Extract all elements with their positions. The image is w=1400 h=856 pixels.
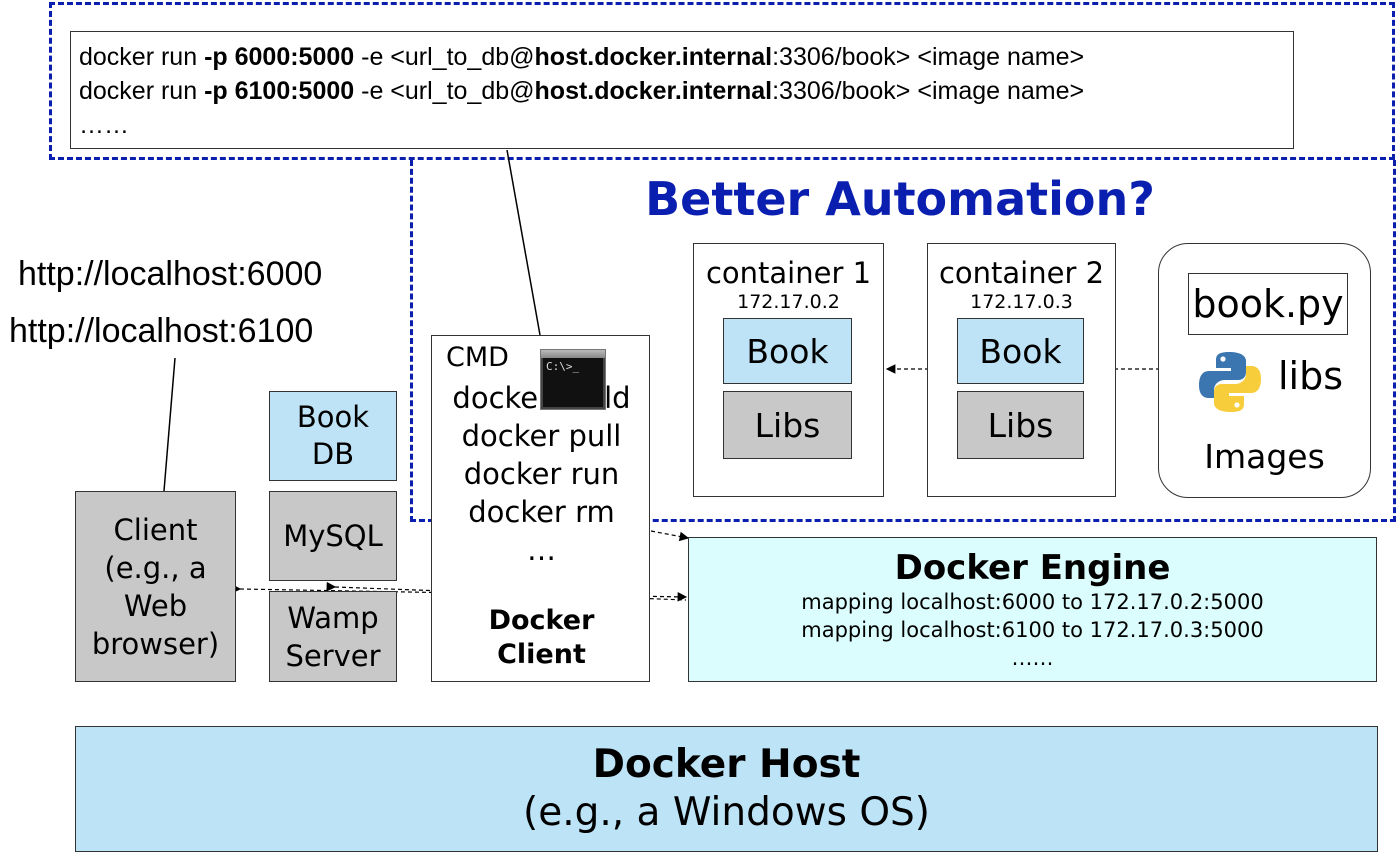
container-2-libs: Libs	[957, 391, 1084, 459]
terminal-titlebar	[541, 350, 605, 358]
callout-line-commands	[506, 149, 541, 336]
book-db-line-1: Book	[296, 400, 370, 434]
engine-mapping-2: mapping localhost:6100 to 172.17.0.3:500…	[801, 617, 1264, 642]
docker-host-subtitle: (e.g., a Windows OS)	[522, 790, 930, 835]
container-1-ip: 172.17.0.2	[737, 291, 840, 313]
container-2-ip: 172.17.0.3	[970, 291, 1073, 313]
client-line-2: (e.g., a	[104, 550, 207, 585]
client-line-4: browser)	[91, 626, 220, 661]
images-libs-label: libs	[1278, 354, 1344, 398]
wamp-line-1: Wamp	[287, 600, 379, 635]
engine-ellipsis: ……	[1011, 645, 1054, 670]
docker-engine-box: Docker Engine mapping localhost:6000 to …	[688, 537, 1377, 682]
terminal-icon: C:\>_	[540, 349, 606, 410]
container-1-title: container 1	[705, 256, 872, 290]
container-2-book: Book	[957, 318, 1084, 384]
command-line-1: docker run -p 6000:5000 -e <url_to_db@ho…	[79, 43, 1085, 71]
url-6000: http://localhost:6000	[18, 255, 323, 293]
docker-client-title-line-1: Docker	[488, 605, 595, 636]
docker-command-list: docker build docker pull docker run dock…	[432, 379, 651, 569]
command-examples-box: docker run -p 6000:5000 -e <url_to_db@ho…	[70, 31, 1294, 149]
terminal-prompt: C:\>_	[546, 360, 580, 373]
docker-host-title: Docker Host	[592, 742, 861, 787]
docker-command-more: …	[527, 533, 556, 567]
docker-host-box: Docker Host (e.g., a Windows OS)	[75, 726, 1378, 852]
automation-region-right	[410, 160, 1396, 522]
images-label: Images	[1204, 437, 1325, 476]
docker-command-run: docker run	[463, 457, 620, 491]
python-logo-icon	[1198, 350, 1262, 414]
docker-client-title: Docker Client	[432, 604, 651, 672]
container-1-book: Book	[723, 318, 852, 384]
mysql-box: MySQL	[269, 491, 397, 581]
cmd-label: CMD	[446, 342, 509, 373]
client-line-3: Web	[123, 588, 188, 623]
book-db-line-2: DB	[311, 437, 355, 471]
command-line-2: docker run -p 6100:5000 -e <url_to_db@ho…	[79, 77, 1085, 105]
wamp-line-2: Server	[285, 638, 381, 673]
docker-engine-title: Docker Engine	[894, 547, 1171, 588]
client-line-1: Client	[113, 512, 198, 547]
container-1-libs: Libs	[723, 391, 852, 459]
book-db-box: Book DB	[269, 391, 397, 481]
url-6100: http://localhost:6100	[9, 312, 314, 350]
automation-title: Better Automation?	[645, 172, 1155, 226]
docker-command-rm: docker rm	[468, 495, 615, 529]
container-2-title: container 2	[938, 256, 1105, 290]
automation-region-top	[49, 2, 1395, 160]
docker-client-box: CMD docker build docker pull docker run …	[431, 335, 650, 682]
command-ellipsis: ……	[79, 111, 129, 139]
docker-command-pull: docker pull	[461, 419, 622, 453]
wamp-server-box: Wamp Server	[269, 591, 397, 682]
client-browser-box: Client (e.g., a Web browser)	[75, 491, 236, 682]
engine-mapping-1: mapping localhost:6000 to 172.17.0.2:500…	[801, 589, 1264, 614]
book-py-file: book.py	[1188, 273, 1348, 335]
images-box	[1158, 243, 1371, 498]
container-1: container 1 172.17.0.2 Book Libs	[693, 243, 884, 497]
docker-client-title-line-2: Client	[497, 639, 586, 670]
client-engine-arrow	[650, 530, 690, 542]
container-2: container 2 172.17.0.3 Book Libs	[927, 243, 1116, 497]
callout-line-urls	[163, 357, 176, 492]
